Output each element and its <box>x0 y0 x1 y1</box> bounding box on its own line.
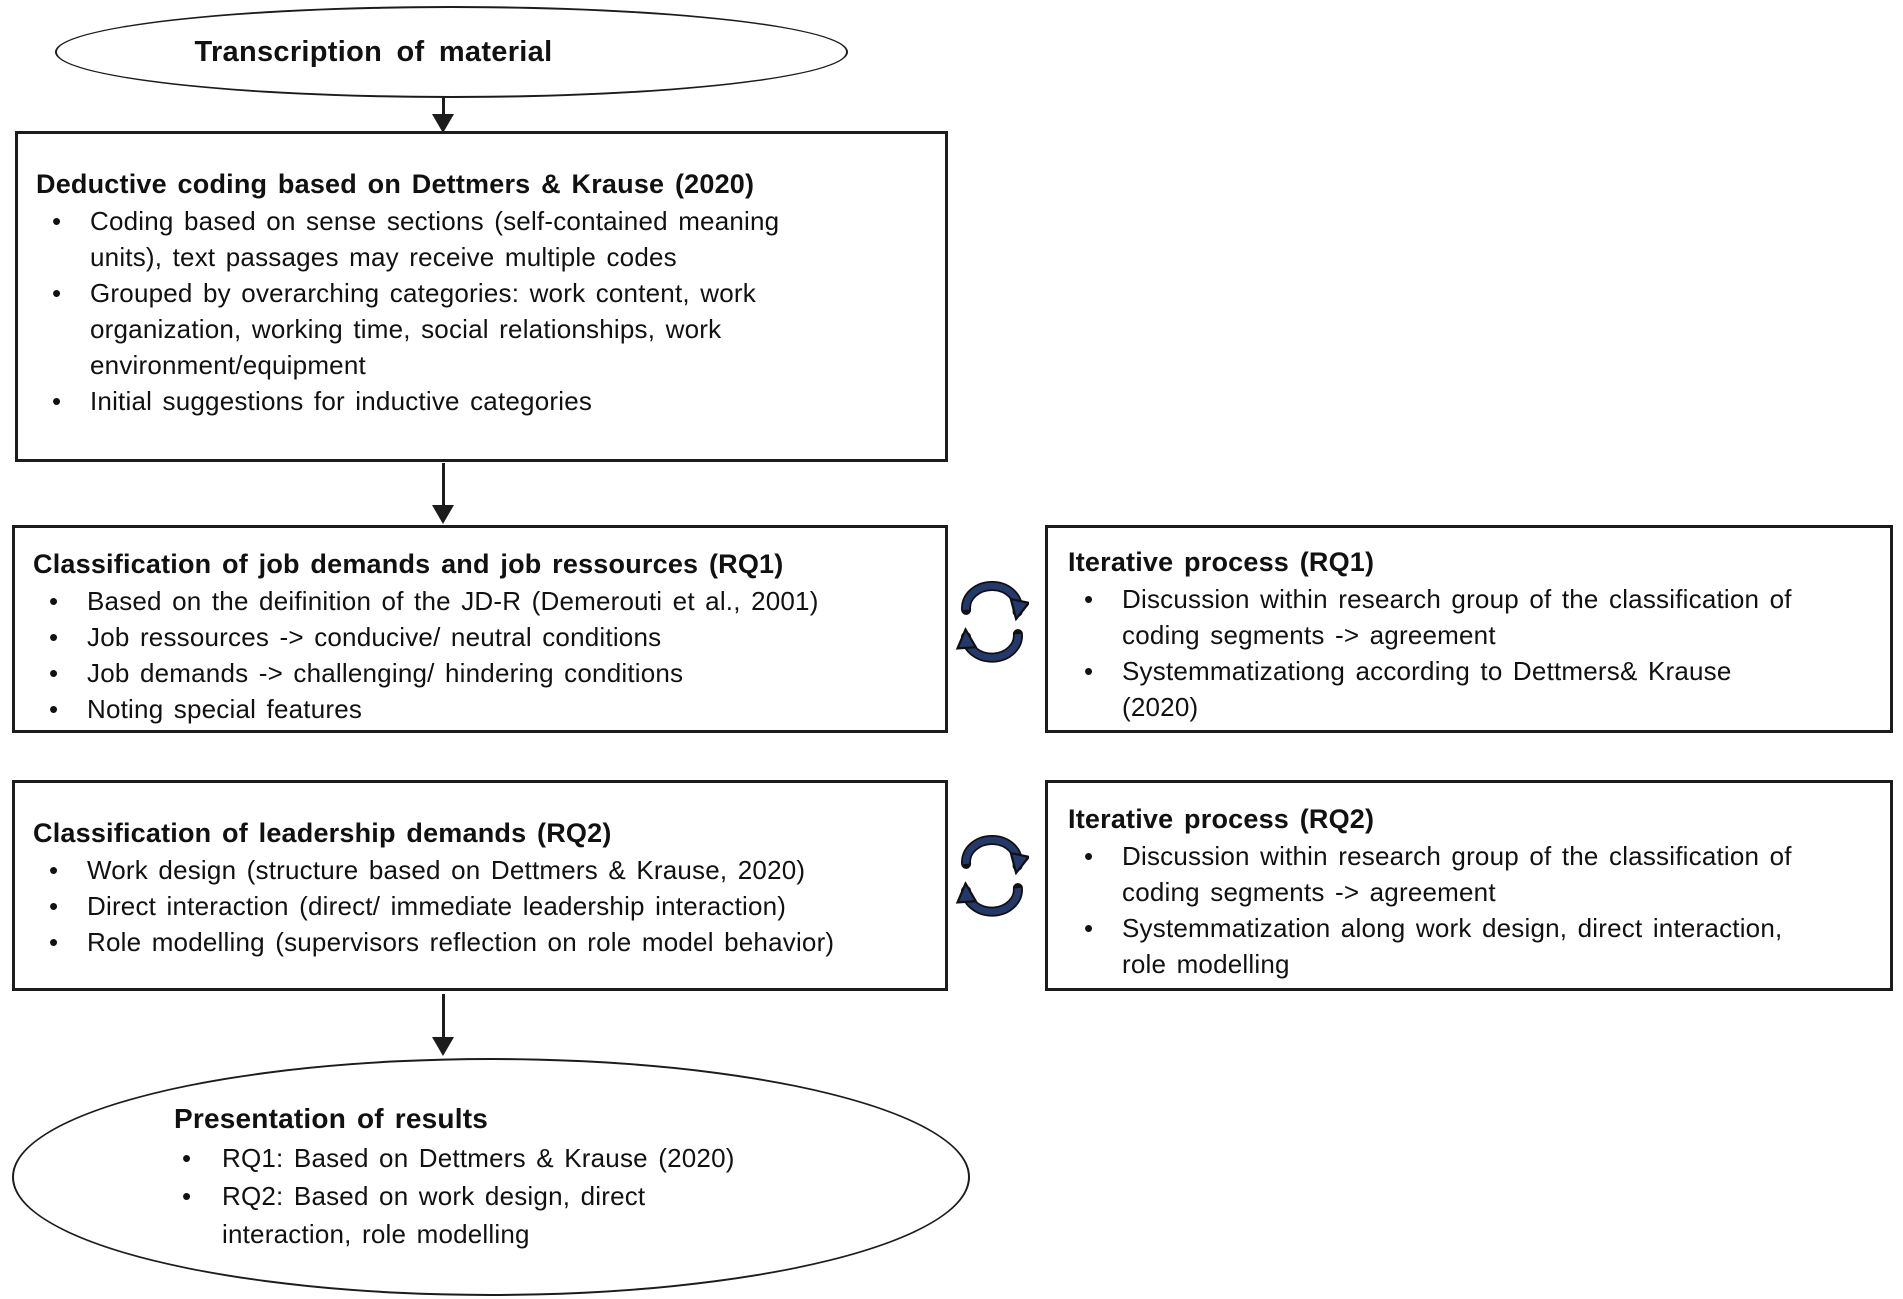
node-presentation-ellipse: Presentation of results RQ1: Based on De… <box>12 1058 970 1296</box>
classification-rq2-bullet-list: Work design (structure based on Dettmers… <box>33 852 935 960</box>
bullet-line: Work design (structure based on Dettmers… <box>87 855 806 885</box>
bullet-item: Work design (structure based on Dettmers… <box>33 852 935 888</box>
iterative-rq1-title: Iterative process (RQ1) <box>1068 547 1375 577</box>
arrow-shaft <box>441 463 445 507</box>
deductive-bullet-list: Coding based on sense sections (self-con… <box>36 203 935 419</box>
bullet-item: RQ1: Based on Dettmers & Krause (2020) <box>174 1139 735 1177</box>
bullet-line: Grouped by overarching categories: work … <box>90 278 756 308</box>
iterative-rq2-title: Iterative process (RQ2) <box>1068 804 1375 834</box>
arrow-head <box>432 1037 454 1056</box>
bullet-line: Systemmatizationg according to Dettmers&… <box>1122 656 1732 686</box>
node-classification-rq1-box: Classification of job demands and job re… <box>12 525 948 733</box>
bullet-item: RQ2: Based on work design, direct intera… <box>174 1177 735 1253</box>
arrow-head <box>432 505 454 524</box>
bullet-line: Job ressources -> conducive/ neutral con… <box>87 622 662 652</box>
arrow-shaft <box>441 994 445 1039</box>
bullet-line: Coding based on sense sections (self-con… <box>90 206 780 236</box>
bullet-item: Systemmatization along work design, dire… <box>1068 910 1882 982</box>
bullet-line: Noting special features <box>87 694 363 724</box>
bullet-line: Based on the deifinition of the JD-R (De… <box>87 586 819 616</box>
bullet-item: Role modelling (supervisors reflection o… <box>33 924 935 960</box>
presentation-title: Presentation of results <box>174 1103 489 1134</box>
node-iterative-process-rq2-box: Iterative process (RQ2) Discussion withi… <box>1045 780 1893 991</box>
bullet-line: Role modelling (supervisors reflection o… <box>87 927 835 957</box>
bullet-line: coding segments -> agreement <box>1122 620 1496 650</box>
bullet-line: Discussion within research group of the … <box>1122 841 1792 871</box>
bullet-item: Coding based on sense sections (self-con… <box>36 203 935 275</box>
bullet-item: Discussion within research group of the … <box>1068 581 1882 653</box>
bullet-line: RQ1: Based on Dettmers & Krause (2020) <box>222 1143 735 1173</box>
classification-rq2-title: Classification of leadership demands (RQ… <box>33 818 612 848</box>
bullet-line: units), text passages may receive multip… <box>90 242 677 272</box>
bullet-line: Discussion within research group of the … <box>1122 584 1792 614</box>
bullet-line: environment/equipment <box>90 350 366 380</box>
transcription-label: Transcription of material <box>194 35 553 68</box>
bullet-line: interaction, role modelling <box>222 1219 530 1249</box>
bullet-line: Direct interaction (direct/ immediate le… <box>87 891 787 921</box>
bullet-line: Initial suggestions for inductive catego… <box>90 386 593 416</box>
bullet-line: coding segments -> agreement <box>1122 877 1496 907</box>
bullet-item: Job ressources -> conducive/ neutral con… <box>33 619 935 655</box>
bullet-item: Job demands -> challenging/ hindering co… <box>33 655 935 691</box>
iterative-rq1-bullet-list: Discussion within research group of the … <box>1068 581 1882 725</box>
bullet-item: Noting special features <box>33 691 935 727</box>
bullet-item: Grouped by overarching categories: work … <box>36 275 935 383</box>
node-deductive-coding-box: Deductive coding based on Dettmers & Kra… <box>15 131 948 462</box>
bullet-line: Systemmatization along work design, dire… <box>1122 913 1783 943</box>
classification-rq1-bullet-list: Based on the deifinition of the JD-R (De… <box>33 583 935 727</box>
iteration-cycle-icon <box>955 580 1029 663</box>
iterative-rq2-bullet-list: Discussion within research group of the … <box>1068 838 1882 982</box>
node-classification-rq2-box: Classification of leadership demands (RQ… <box>12 780 948 991</box>
classification-rq1-title: Classification of job demands and job re… <box>33 549 784 579</box>
bullet-line: Job demands -> challenging/ hindering co… <box>87 658 684 688</box>
presentation-bullet-list: RQ1: Based on Dettmers & Krause (2020) R… <box>174 1139 735 1253</box>
arrow-head <box>432 114 454 133</box>
node-iterative-process-rq1-box: Iterative process (RQ1) Discussion withi… <box>1045 525 1893 733</box>
bullet-line: role modelling <box>1122 949 1290 979</box>
bullet-item: Initial suggestions for inductive catego… <box>36 383 935 419</box>
bullet-line: (2020) <box>1122 692 1199 722</box>
bullet-item: Systemmatizationg according to Dettmers&… <box>1068 653 1882 725</box>
bullet-line: organization, working time, social relat… <box>90 314 722 344</box>
bullet-item: Discussion within research group of the … <box>1068 838 1882 910</box>
bullet-line: RQ2: Based on work design, direct <box>222 1181 646 1211</box>
arrow-shaft <box>441 96 445 116</box>
deductive-box-title: Deductive coding based on Dettmers & Kra… <box>36 169 755 199</box>
iteration-cycle-icon <box>955 834 1029 917</box>
bullet-item: Direct interaction (direct/ immediate le… <box>33 888 935 924</box>
bullet-item: Based on the deifinition of the JD-R (De… <box>33 583 935 619</box>
presentation-content: Presentation of results RQ1: Based on De… <box>174 1100 735 1253</box>
node-transcription-ellipse: Transcription of material <box>55 6 848 98</box>
